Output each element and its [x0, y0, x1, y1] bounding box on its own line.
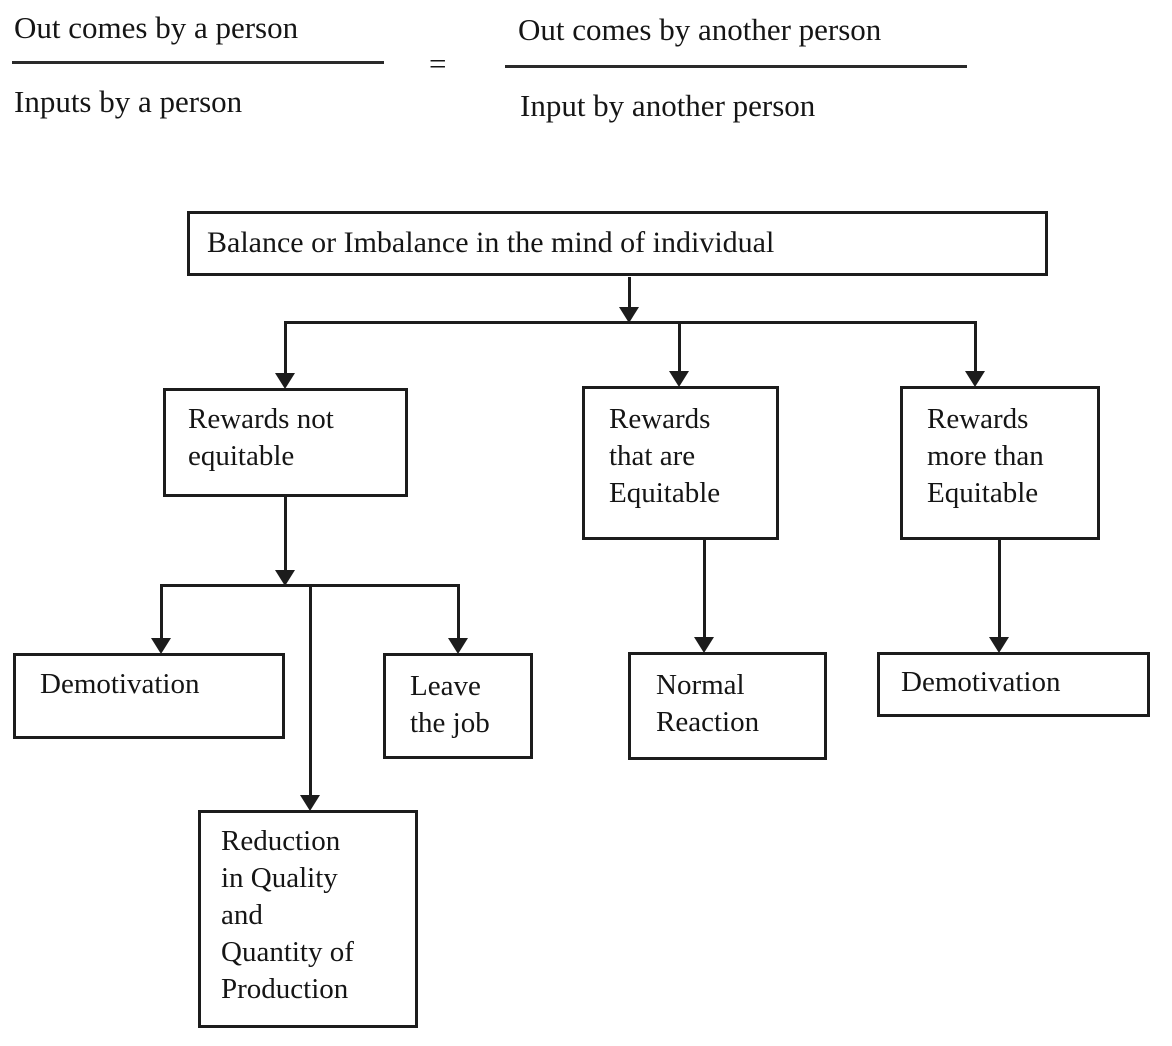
- branch-rail-top: [284, 321, 977, 324]
- left-fraction-denominator: Inputs by a person: [14, 84, 243, 119]
- stem-to-demotivation-right: [998, 539, 1001, 638]
- right-fraction-numerator: Out comes by another person: [518, 12, 882, 47]
- normal-reaction-box: Normal Reaction: [628, 652, 827, 760]
- arrowhead-down-equitable-icon: [669, 371, 689, 387]
- right-fraction-denominator: Input by another person: [520, 88, 816, 123]
- demotivation-left-box: Demotivation: [13, 653, 285, 739]
- stem-to-equitable: [678, 322, 681, 372]
- left-fraction-bar: [12, 61, 384, 64]
- arrowhead-down-more-equitable-icon: [965, 371, 985, 387]
- arrowhead-down-sub-rail-icon: [275, 570, 295, 586]
- stem-to-normal-reaction: [703, 539, 706, 638]
- arrowhead-down-demotivation-left-icon: [151, 638, 171, 654]
- demotivation-right-box: Demotivation: [877, 652, 1150, 717]
- equals-sign: =: [429, 46, 447, 81]
- rewards-equitable-box: Rewards that are Equitable: [582, 386, 779, 540]
- arrowhead-down-root-icon: [619, 307, 639, 323]
- stem-to-reduction: [309, 585, 312, 796]
- arrowhead-down-leave-job-icon: [448, 638, 468, 654]
- rewards-more-than-equitable-box: Rewards more than Equitable: [900, 386, 1100, 540]
- rewards-not-equitable-box: Rewards not equitable: [163, 388, 408, 497]
- arrowhead-down-normal-reaction-icon: [694, 637, 714, 653]
- leave-the-job-box: Leave the job: [383, 653, 533, 759]
- stem-to-demotivation-left: [160, 585, 163, 639]
- arrowhead-down-demotivation-right-icon: [989, 637, 1009, 653]
- balance-root-box: Balance or Imbalance in the mind of indi…: [187, 211, 1048, 276]
- stem-to-not-equitable: [284, 322, 287, 374]
- right-fraction-bar: [505, 65, 967, 68]
- stem-from-root: [628, 277, 631, 309]
- stem-from-not-equitable: [284, 496, 287, 572]
- reduction-production-box: Reduction in Quality and Quantity of Pro…: [198, 810, 418, 1028]
- arrowhead-down-not-equitable-icon: [275, 373, 295, 389]
- stem-to-leave-job: [457, 585, 460, 639]
- left-fraction-numerator: Out comes by a person: [14, 10, 299, 45]
- arrowhead-down-reduction-icon: [300, 795, 320, 811]
- stem-to-more-equitable: [974, 322, 977, 372]
